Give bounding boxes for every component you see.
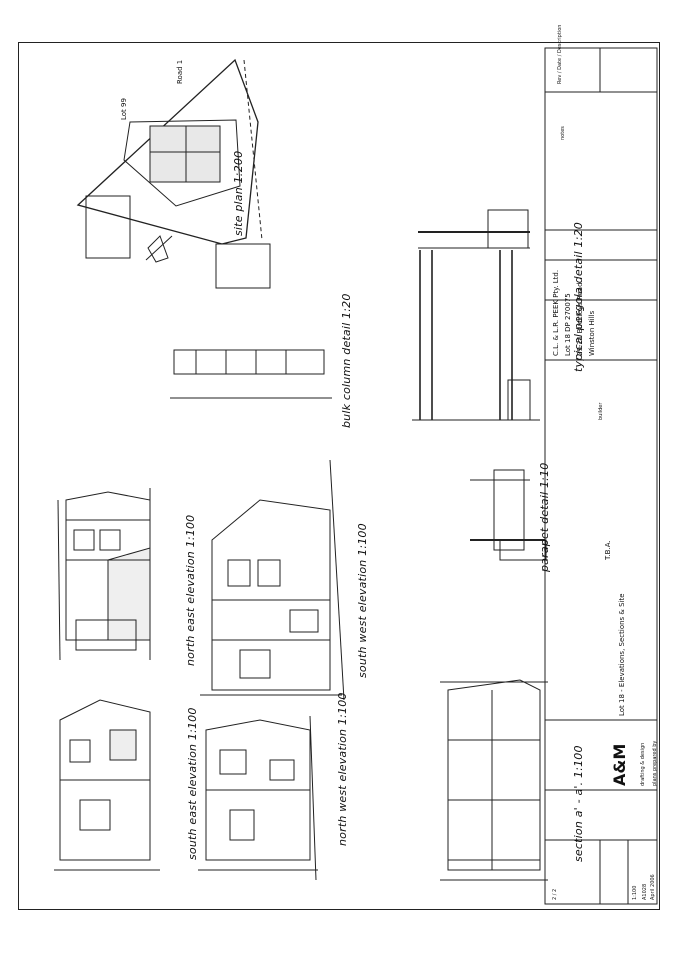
site-road-label: Road 1 xyxy=(176,59,184,84)
project-title: Lot 18 - Elevations, Sections & Site xyxy=(618,593,626,716)
builder-value: T.B.A. xyxy=(604,540,612,560)
view-title-parapet: parapet detail 1:10 xyxy=(538,462,551,572)
view-title-section: section a' - a'. 1:100 xyxy=(572,745,585,862)
builder-label: builder xyxy=(598,402,604,420)
notes-header: notes xyxy=(560,126,566,140)
view-title-north-east: north east elevation 1:100 xyxy=(184,514,197,666)
view-title-south-west: south west elevation 1:100 xyxy=(356,523,369,678)
firm-logo: A&M xyxy=(610,743,629,786)
job-number: A1028 xyxy=(642,883,648,900)
site-lot-label: Lot 99 xyxy=(120,98,128,120)
issue-date: April 2006 xyxy=(650,874,656,900)
lot-line: Lot 18 DP 270075 xyxy=(564,293,572,356)
prepared-by: plans prepared by xyxy=(652,740,658,786)
view-title-south-east: south east elevation 1:100 xyxy=(186,707,199,860)
revision-header: Rev / Date / Description xyxy=(557,24,563,84)
sheet-number: 2 / 2 xyxy=(552,888,558,900)
view-title-bulk-column: bulk column detail 1:20 xyxy=(340,293,353,428)
view-title-site-plan: site plan 1:200 xyxy=(232,150,245,236)
firm-name: drafting & design xyxy=(640,742,646,786)
suburb: Winston Hills xyxy=(588,310,596,356)
view-title-north-west: north west elevation 1:100 xyxy=(336,692,349,846)
client-name: C.L. & L.R. PEEK Pty. Ltd. xyxy=(552,269,560,356)
address-line: 29-21 Buckleys Road xyxy=(576,282,584,356)
scale-value: 1:100 xyxy=(632,885,638,900)
drawing-border xyxy=(18,42,660,910)
